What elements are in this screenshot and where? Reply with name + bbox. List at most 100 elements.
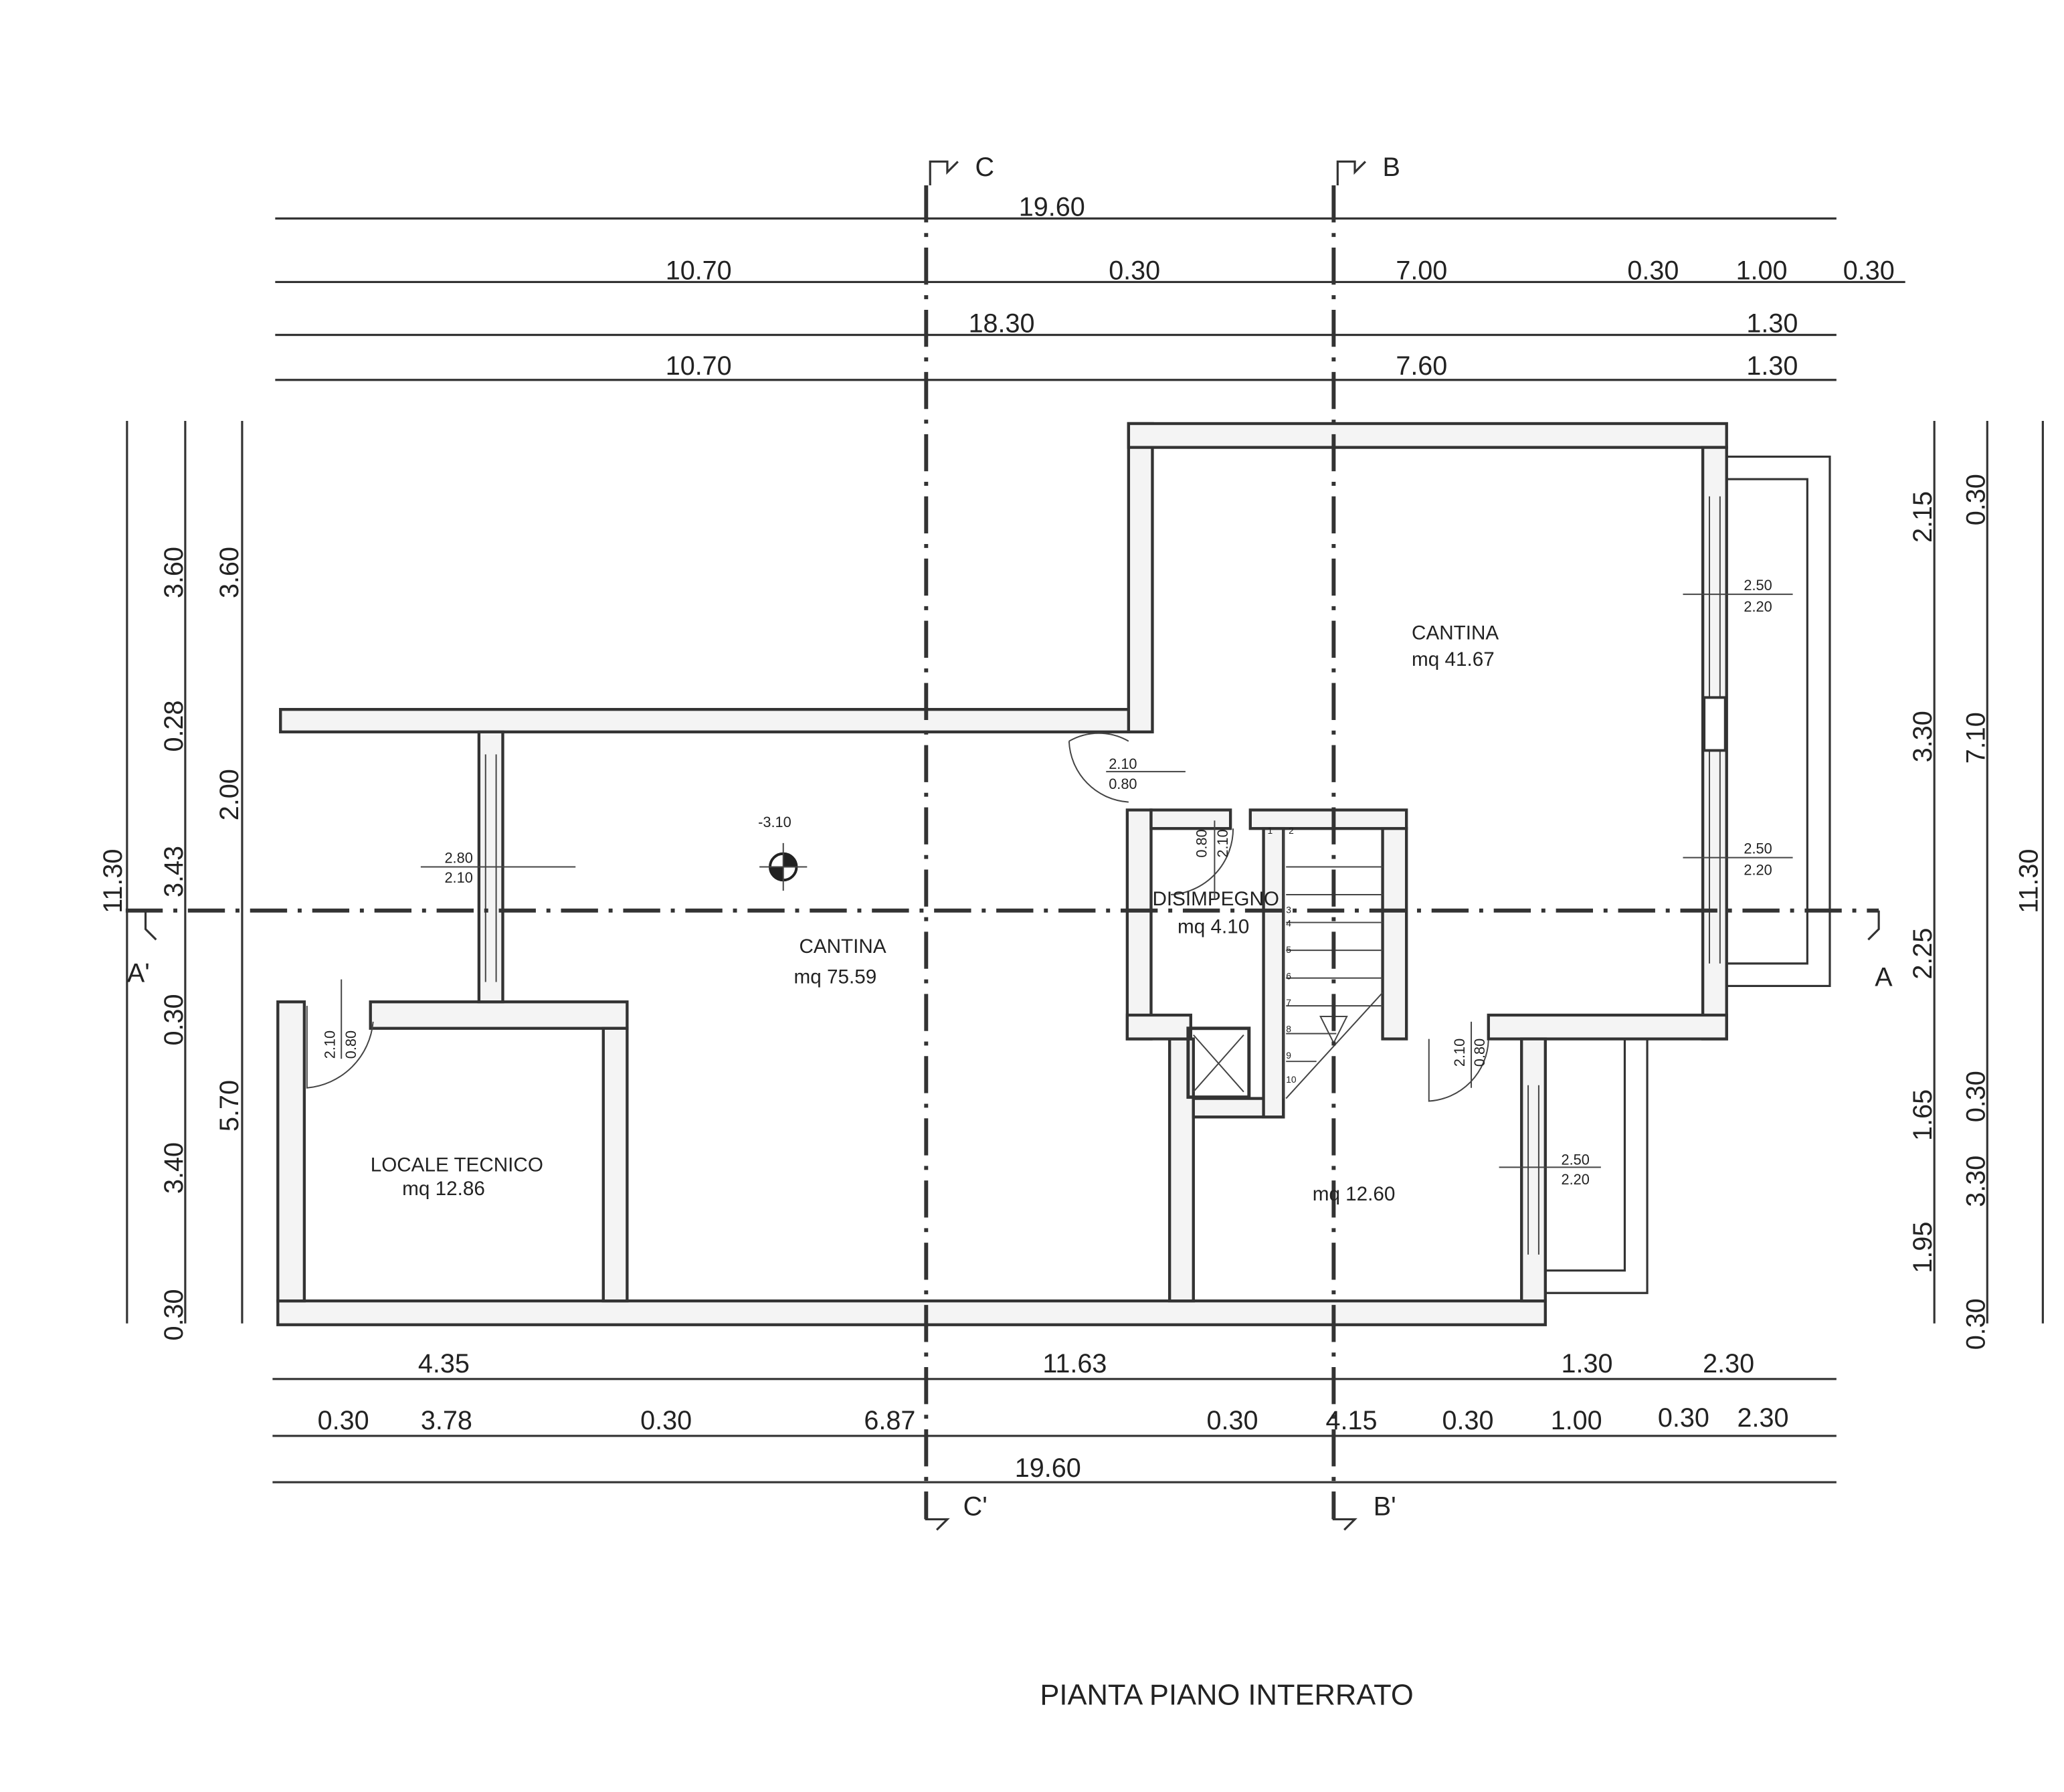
level-mark: -3.10 xyxy=(758,814,791,830)
svg-text:2.10: 2.10 xyxy=(1214,829,1231,857)
svg-text:1.00: 1.00 xyxy=(1551,1406,1602,1435)
doors xyxy=(306,732,1489,1102)
level-mark-icon xyxy=(759,842,808,891)
svg-text:0.30: 0.30 xyxy=(1442,1406,1494,1435)
svg-text:1.95: 1.95 xyxy=(1908,1222,1938,1273)
svg-text:4.15: 4.15 xyxy=(1326,1406,1378,1435)
svg-text:3.40: 3.40 xyxy=(159,1142,189,1194)
room-area: mq 12.60 xyxy=(1313,1183,1396,1205)
section-label-a-prime: A' xyxy=(127,959,150,988)
svg-text:0.28: 0.28 xyxy=(159,700,189,751)
svg-text:3.30: 3.30 xyxy=(1908,711,1938,762)
svg-text:0.30: 0.30 xyxy=(640,1406,692,1435)
svg-text:19.60: 19.60 xyxy=(1015,1453,1081,1483)
svg-text:19.60: 19.60 xyxy=(1019,193,1085,222)
svg-text:0.30: 0.30 xyxy=(1843,256,1895,285)
section-label-a: A xyxy=(1875,962,1893,992)
svg-text:3.60: 3.60 xyxy=(215,547,244,598)
svg-text:2.00: 2.00 xyxy=(215,769,244,820)
section-arrow-a-right xyxy=(1867,910,1880,941)
svg-text:11.30: 11.30 xyxy=(2014,849,2043,913)
svg-text:2.50: 2.50 xyxy=(1744,577,1772,594)
right-dimensions: 2.15 3.30 2.25 1.65 1.95 0.30 7.10 0.30 … xyxy=(1908,474,2043,1350)
svg-text:0.80: 0.80 xyxy=(343,1031,359,1059)
windows xyxy=(484,496,1727,1255)
section-label-c-prime: C' xyxy=(963,1492,988,1522)
svg-text:0.30: 0.30 xyxy=(318,1406,369,1435)
svg-text:0.30: 0.30 xyxy=(1627,256,1679,285)
svg-text:10.70: 10.70 xyxy=(666,256,732,285)
svg-text:0.80: 0.80 xyxy=(1194,829,1210,857)
room-name: CANTINA xyxy=(799,935,886,958)
svg-text:8: 8 xyxy=(1286,1024,1291,1035)
svg-text:2.80: 2.80 xyxy=(444,850,472,867)
svg-text:1.00: 1.00 xyxy=(1736,256,1788,285)
svg-text:1: 1 xyxy=(1268,825,1273,836)
svg-text:1.30: 1.30 xyxy=(1562,1349,1613,1378)
section-label-b-prime: B' xyxy=(1374,1492,1396,1522)
svg-text:2.30: 2.30 xyxy=(1703,1349,1754,1378)
svg-text:0.30: 0.30 xyxy=(1961,1071,1990,1122)
room-name: DISIMPEGNO xyxy=(1152,888,1279,910)
svg-text:2.10: 2.10 xyxy=(321,1031,338,1059)
svg-text:2.10: 2.10 xyxy=(1451,1039,1468,1067)
top-dimension-lines xyxy=(126,217,2044,1484)
svg-text:0.30: 0.30 xyxy=(1961,1298,1990,1350)
svg-text:9: 9 xyxy=(1286,1050,1291,1061)
balcony-outlines xyxy=(1545,455,1831,1294)
svg-text:3.60: 3.60 xyxy=(159,547,189,598)
svg-text:10: 10 xyxy=(1286,1074,1297,1085)
svg-text:2.10: 2.10 xyxy=(444,869,472,886)
svg-text:0.30: 0.30 xyxy=(159,994,189,1045)
svg-text:10.70: 10.70 xyxy=(666,351,732,381)
svg-text:7.10: 7.10 xyxy=(1961,712,1990,764)
svg-text:0.30: 0.30 xyxy=(1207,1406,1258,1435)
svg-text:2.20: 2.20 xyxy=(1744,598,1772,615)
room-area: mq 4.10 xyxy=(1178,915,1249,937)
svg-text:1.30: 1.30 xyxy=(1746,351,1798,381)
svg-text:11.63: 11.63 xyxy=(1042,1349,1107,1378)
svg-text:0.80: 0.80 xyxy=(1109,776,1137,792)
svg-text:11.30: 11.30 xyxy=(98,849,128,913)
bottom-dimensions: 4.35 11.63 1.30 2.30 0.30 3.78 0.30 6.87… xyxy=(318,1349,1789,1483)
svg-text:7.60: 7.60 xyxy=(1396,351,1447,381)
stair-step-numbers: 1 2 3 4 5 6 7 8 9 10 xyxy=(1268,825,1297,1085)
elevator-icon xyxy=(1186,1026,1251,1099)
section-lines xyxy=(125,160,1880,1531)
svg-text:4: 4 xyxy=(1286,917,1291,928)
left-dimensions: 11.30 3.60 0.28 3.43 0.30 3.40 0.30 3.60… xyxy=(98,547,244,1340)
walls xyxy=(276,422,1728,1326)
svg-text:2.50: 2.50 xyxy=(1744,840,1772,857)
room-name: CANTINA xyxy=(1412,622,1499,644)
room-name: LOCALE TECNICO xyxy=(371,1154,543,1176)
svg-text:7.00: 7.00 xyxy=(1396,256,1447,285)
svg-text:2.20: 2.20 xyxy=(1562,1171,1590,1188)
room-area: mq 75.59 xyxy=(794,966,877,988)
svg-text:7: 7 xyxy=(1286,997,1291,1008)
section-label-c: C xyxy=(975,153,994,182)
plan-title: PIANTA PIANO INTERRATO xyxy=(1040,1679,1413,1711)
svg-text:2: 2 xyxy=(1289,825,1294,836)
section-label-b: B xyxy=(1383,153,1400,182)
svg-text:6: 6 xyxy=(1286,971,1291,982)
section-arrow-a-left xyxy=(144,910,157,941)
svg-text:2.25: 2.25 xyxy=(1908,928,1938,980)
svg-text:6.87: 6.87 xyxy=(864,1406,915,1435)
section-arrow-b-bottom xyxy=(1332,1495,1357,1531)
svg-text:1.30: 1.30 xyxy=(1746,309,1798,339)
svg-text:2.50: 2.50 xyxy=(1562,1151,1590,1168)
top-dimensions: 19.60 10.70 0.30 7.00 0.30 1.00 0.30 18.… xyxy=(666,193,1895,381)
svg-text:18.30: 18.30 xyxy=(969,309,1035,339)
section-arrow-b-top xyxy=(1336,160,1366,186)
svg-text:0.80: 0.80 xyxy=(1471,1039,1488,1067)
room-area: mq 12.86 xyxy=(402,1178,485,1200)
svg-text:0.30: 0.30 xyxy=(1658,1403,1709,1433)
svg-text:2.15: 2.15 xyxy=(1908,491,1938,543)
svg-text:2.20: 2.20 xyxy=(1744,861,1772,878)
svg-text:5: 5 xyxy=(1286,944,1291,955)
svg-text:3.30: 3.30 xyxy=(1961,1156,1990,1207)
svg-text:3: 3 xyxy=(1286,905,1291,915)
svg-text:3.78: 3.78 xyxy=(421,1406,472,1435)
svg-text:4.35: 4.35 xyxy=(418,1349,470,1378)
